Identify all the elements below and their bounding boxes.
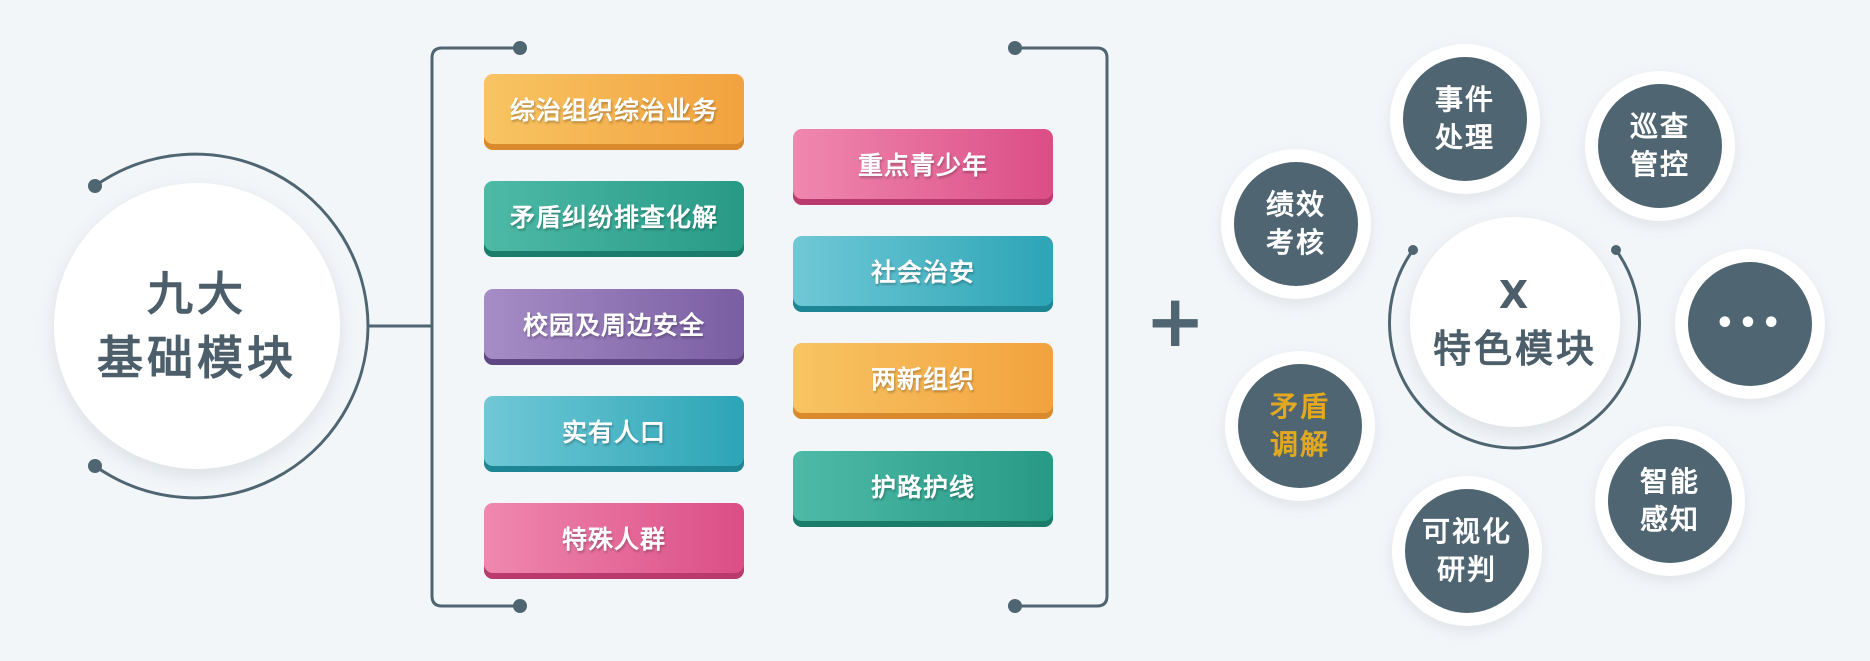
label: 矛盾 xyxy=(1269,390,1330,423)
feature-visual-analysis[interactable]: 可视化研判 xyxy=(1392,476,1542,626)
module-button[interactable]: 重点青少年 xyxy=(793,129,1053,205)
module-button[interactable]: 特殊人群 xyxy=(484,503,744,579)
module-button[interactable]: 两新组织 xyxy=(793,343,1053,419)
module-button[interactable]: 校园及周边安全 xyxy=(484,289,744,365)
module-button[interactable]: 护路护线 xyxy=(793,451,1053,527)
label: 事件 xyxy=(1434,83,1495,116)
label: 智能 xyxy=(1639,465,1700,498)
hub-title: 特色模块 xyxy=(1432,327,1597,371)
module-button[interactable]: 综治组织综治业务 xyxy=(484,74,744,150)
hub-title-line2: 基础模块 xyxy=(97,331,297,385)
label: 感知 xyxy=(1639,503,1700,536)
label: 管控 xyxy=(1629,148,1690,181)
label: 处理 xyxy=(1434,121,1495,154)
feature-patrol-control[interactable]: 巡查管控 xyxy=(1585,71,1735,221)
module-button[interactable]: 实有人口 xyxy=(484,396,744,472)
feature-modules-hub: X 特色模块 xyxy=(1410,217,1620,427)
label: 考核 xyxy=(1265,226,1326,259)
module-button[interactable]: 矛盾纠纷排查化解 xyxy=(484,181,744,257)
feature-smart-sensing[interactable]: 智能感知 xyxy=(1595,426,1745,576)
label: 研判 xyxy=(1436,553,1497,586)
label: 可视化 xyxy=(1421,515,1512,548)
feature-dispute-mediation[interactable]: 矛盾调解 xyxy=(1225,351,1375,501)
label: 绩效 xyxy=(1265,188,1326,221)
hub-x-label: X xyxy=(1498,273,1532,317)
label: 调解 xyxy=(1269,428,1330,461)
feature-more[interactable]: ••• xyxy=(1675,249,1825,399)
basic-modules-hub: 九大 基础模块 xyxy=(54,183,340,469)
plus-icon: + xyxy=(1145,279,1206,363)
label: 巡查 xyxy=(1629,110,1690,143)
feature-event-handling[interactable]: 事件处理 xyxy=(1390,44,1540,194)
more-icon: ••• xyxy=(1715,306,1785,341)
module-button[interactable]: 社会治安 xyxy=(793,236,1053,312)
feature-performance-review[interactable]: 绩效考核 xyxy=(1221,149,1371,299)
hub-title-line1: 九大 xyxy=(147,267,247,321)
